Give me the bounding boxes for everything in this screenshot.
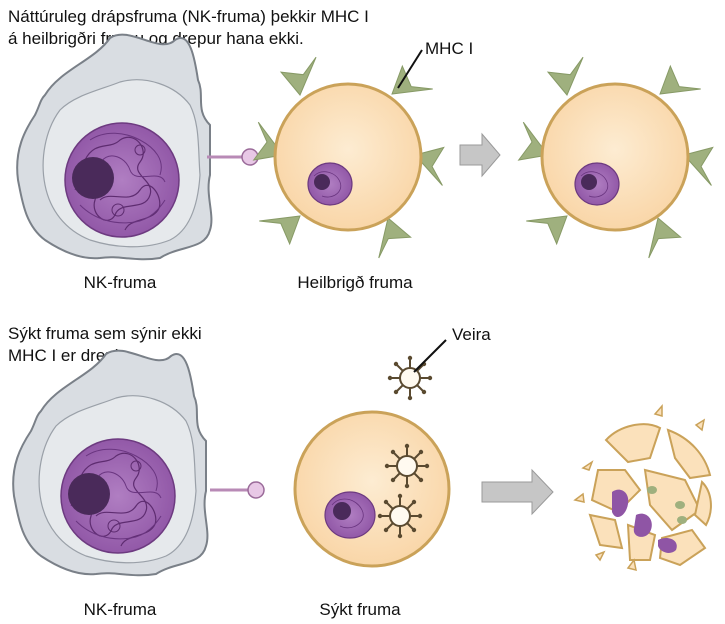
healthy-cell	[251, 56, 447, 259]
nk-cell-bottom	[12, 349, 209, 577]
healthy-cell-after	[516, 56, 716, 259]
nk-cell-label-top: NK-fruma	[83, 273, 157, 292]
mhc-pointer-line	[397, 49, 423, 89]
virus-free	[386, 354, 434, 402]
lysed-cell-fragments	[573, 404, 712, 572]
virus-inside-1	[383, 442, 431, 490]
nk-cell-top	[16, 33, 213, 261]
mhc-label: MHC I	[425, 39, 474, 58]
bottom-caption-line1: Sýkt fruma sem sýnir ekki	[8, 324, 202, 343]
top-caption-line1: Náttúruleg drápsfruma (NK-fruma) þekkir …	[8, 7, 369, 26]
arrow-top	[459, 132, 501, 178]
nk-receptor-bottom	[210, 481, 265, 499]
arrow-bottom	[481, 468, 554, 516]
virus-inside-2	[376, 492, 424, 540]
infected-cell-label: Sýkt fruma	[319, 600, 401, 619]
infected-cell	[293, 410, 451, 568]
nk-cell-label-bottom: NK-fruma	[83, 600, 157, 619]
nk-receptor-top	[207, 148, 259, 166]
virus-label: Veira	[452, 325, 491, 344]
healthy-cell-label: Heilbrigð fruma	[297, 273, 413, 292]
virus-pointer-line	[413, 339, 447, 373]
